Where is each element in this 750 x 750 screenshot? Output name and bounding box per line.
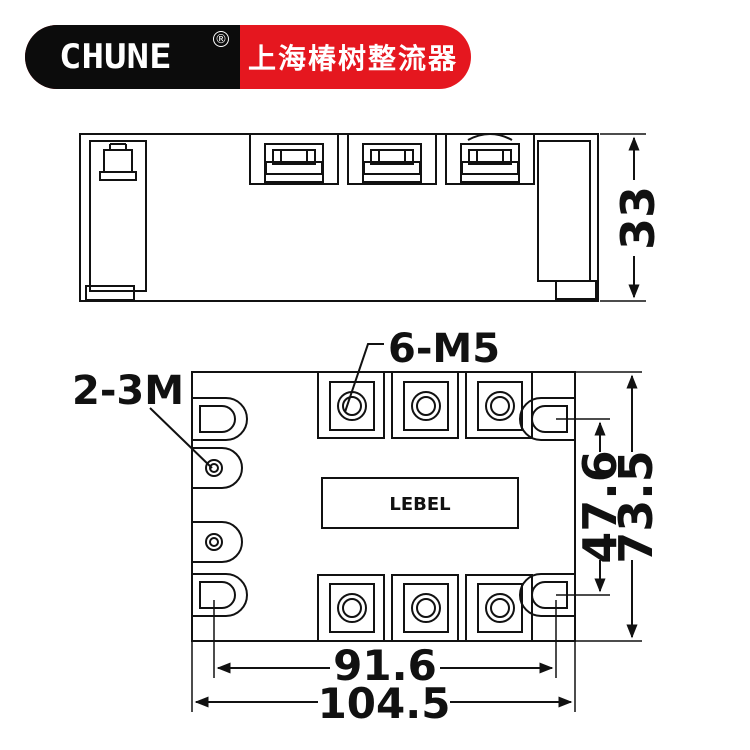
thread-leader: [344, 343, 384, 413]
side-height-label: 33: [611, 186, 665, 250]
brand-logo: CHUNE: [59, 37, 172, 77]
top-terminals: [317, 371, 533, 439]
terminal-thread-label: 6-M5: [388, 326, 500, 372]
side-view: [79, 133, 599, 302]
left-mount-slot-top: [192, 397, 248, 441]
brand-banner: CHUNE ® 上海椿树整流器: [25, 25, 471, 89]
left-nut-icon: [99, 143, 137, 181]
bottom-terminals: [317, 574, 533, 642]
mount-holes-label: 2-3M: [72, 368, 184, 414]
brand-logo-block: CHUNE ®: [25, 25, 240, 89]
width-dimension-104-5: [191, 641, 576, 712]
label-plate-text: LEBEL: [389, 494, 450, 515]
mount-hole-icon: [205, 459, 223, 477]
terminal-block-3: [445, 133, 535, 185]
height-dimension-33: 33: [600, 133, 665, 302]
height-dimension-73-5: [575, 371, 642, 642]
mount-hole-icon: [205, 533, 223, 551]
mount-hole-leader: [149, 407, 213, 469]
inner-height-label: 47.6: [573, 450, 627, 564]
top-view: [191, 371, 576, 642]
outer-height-label: 73.5: [609, 450, 663, 564]
registered-mark: ®: [213, 31, 229, 47]
height-dimension-47-6: [556, 418, 610, 596]
inner-width-label: 91.6: [333, 641, 437, 690]
terminal-block-2: [347, 133, 437, 185]
label-plate: [321, 477, 519, 529]
terminal-block-1: [249, 133, 339, 185]
width-dimension-91-6: [213, 600, 557, 678]
left-mount-slot-bottom: [192, 573, 248, 617]
company-name: 上海椿树整流器: [247, 42, 458, 75]
outer-width-label: 104.5: [318, 679, 451, 728]
